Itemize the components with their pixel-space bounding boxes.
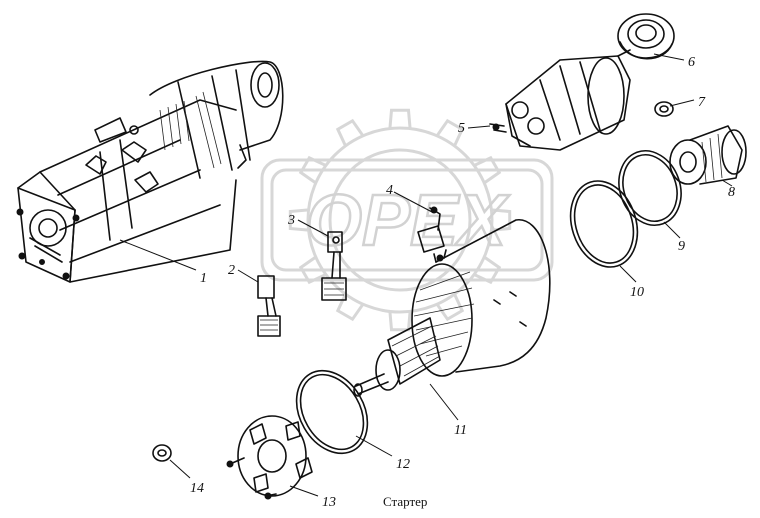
leader-4 [393, 191, 433, 213]
watermark-gear [288, 108, 512, 332]
watermark-gear-tooth [435, 118, 465, 147]
part-4-spring [417, 206, 445, 253]
figure-caption: Стартер [383, 494, 427, 509]
callout-2: 2 [228, 263, 235, 278]
leader-8 [721, 179, 733, 187]
watermark-gear-tooth [388, 311, 412, 332]
part-11-armature-housing [353, 219, 551, 397]
callout-7: 7 [698, 95, 706, 110]
leader-5 [467, 125, 491, 129]
part-10-ring [569, 180, 639, 268]
callout-1: 1 [200, 271, 207, 286]
watermark-gear-tooth [298, 155, 327, 185]
watermark-gear-tooth [335, 118, 365, 147]
watermark: OPEX [260, 108, 554, 332]
callout-5: 5 [458, 121, 465, 136]
part-14-nut [152, 444, 172, 462]
leader-1 [119, 239, 197, 271]
leader-10 [619, 265, 637, 283]
callout-9: 9 [678, 239, 685, 254]
watermark-gear-tooth [491, 208, 512, 232]
leader-12 [355, 435, 393, 457]
callout-8: 8 [728, 185, 735, 200]
part-13-brush-holder [226, 415, 313, 500]
part-12-gasket [295, 369, 369, 455]
callout-4: 4 [386, 183, 393, 198]
part-1-starter-assembly [16, 60, 284, 283]
leader-3 [297, 219, 329, 237]
leader-6 [653, 53, 685, 61]
watermark-gear-tooth [388, 108, 412, 129]
part-9-ring [618, 150, 682, 226]
callout-10: 10 [630, 285, 644, 300]
part-3-brush [321, 231, 347, 301]
watermark-gear-tooth [298, 255, 327, 285]
part-8-drive [669, 125, 747, 185]
watermark-text: OPEX [306, 181, 510, 261]
watermark-gear-tooth [473, 155, 502, 185]
callout-6: 6 [688, 55, 695, 70]
leader-13 [289, 485, 319, 497]
leader-7 [669, 99, 695, 107]
watermark-frame [260, 158, 554, 282]
callout-14: 14 [190, 481, 204, 496]
leader-14 [169, 459, 191, 479]
callout-3: 3 [287, 213, 295, 228]
part-6-cover [617, 13, 675, 60]
callout-labels: 1 2 3 4 5 6 7 8 9 10 11 12 13 14 [190, 55, 735, 510]
callout-13: 13 [322, 495, 336, 510]
watermark-gear-tooth [473, 255, 502, 285]
watermark-gear-tooth [288, 208, 309, 232]
leader-11 [429, 383, 459, 421]
watermark-gear-tooth [435, 293, 465, 322]
part-5-solenoid [489, 49, 631, 151]
watermark-frame-inner [270, 168, 544, 272]
callout-12: 12 [396, 457, 410, 472]
part-7-washer [654, 101, 674, 117]
callout-11: 11 [454, 423, 467, 438]
watermark-gear-tooth [335, 293, 365, 322]
leader-lines [119, 53, 733, 497]
part-2-brush [257, 275, 281, 337]
leader-9 [663, 221, 681, 239]
leader-2 [237, 269, 259, 283]
